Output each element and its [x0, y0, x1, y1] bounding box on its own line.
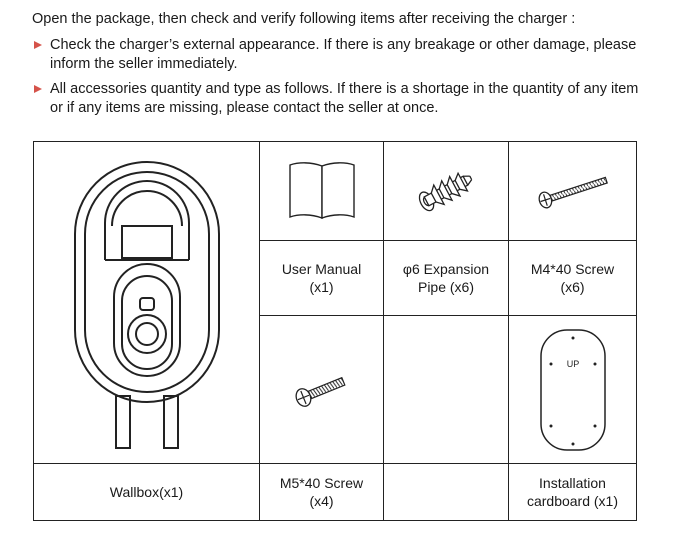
user-manual-label-cell: User Manual (x1) — [259, 240, 384, 316]
bullet-line: All accessories quantity and type as fol… — [50, 81, 639, 97]
cardboard-image-cell: UP — [508, 315, 637, 464]
bullet-line: or if any items are missing, please cont… — [50, 100, 439, 116]
wallbox-image-cell — [33, 141, 260, 464]
item-name: User Manual — [281, 261, 362, 277]
accessories-table: User Manual (x1) φ6 Expansion Pipe (x6) … — [33, 141, 637, 521]
expansion-pipe-icon — [418, 171, 473, 212]
screw-icon — [538, 176, 608, 209]
user-manual-image-cell — [259, 141, 384, 241]
cardboard-up-label: UP — [566, 359, 579, 369]
item-name: Installation — [539, 475, 606, 491]
wallbox-charger-icon — [73, 160, 220, 449]
item-quantity: (x1) — [309, 279, 334, 295]
m4-screw-label-cell: M4*40 Screw (x6) — [508, 240, 637, 316]
item-quantity: (x4) — [309, 493, 334, 509]
screw-icon — [294, 376, 346, 407]
bullet-arrow-icon — [34, 85, 42, 93]
expansion-pipe-label-cell: φ6 Expansion Pipe (x6) — [383, 240, 509, 316]
manual-book-icon — [288, 162, 355, 219]
empty-cell — [383, 315, 509, 464]
item-name: M4*40 Screw — [530, 261, 615, 277]
m4-screw-image-cell — [508, 141, 637, 241]
installation-cardboard-icon: UP — [539, 328, 606, 451]
item-name: Wallbox(x1) — [109, 484, 184, 500]
item-quantity: (x6) — [560, 279, 585, 295]
item-name: M5*40 Screw — [279, 475, 364, 491]
item-quantity: Pipe (x6) — [417, 279, 475, 295]
bullet-arrow-icon — [34, 41, 42, 49]
bullet-line: Check the charger’s external appearance.… — [50, 37, 637, 53]
wallbox-label-cell: Wallbox(x1) — [33, 463, 260, 521]
intro-text: Open the package, then check and verify … — [32, 11, 576, 27]
item-quantity: cardboard (x1) — [526, 493, 619, 509]
m5-screw-image-cell — [259, 315, 384, 464]
empty-cell — [383, 463, 509, 521]
m5-screw-label-cell: M5*40 Screw (x4) — [259, 463, 384, 521]
bullet-line: inform the seller immediately. — [50, 56, 238, 72]
cardboard-label-cell: Installation cardboard (x1) — [508, 463, 637, 521]
expansion-pipe-image-cell — [383, 141, 509, 241]
item-name: φ6 Expansion — [402, 261, 490, 277]
